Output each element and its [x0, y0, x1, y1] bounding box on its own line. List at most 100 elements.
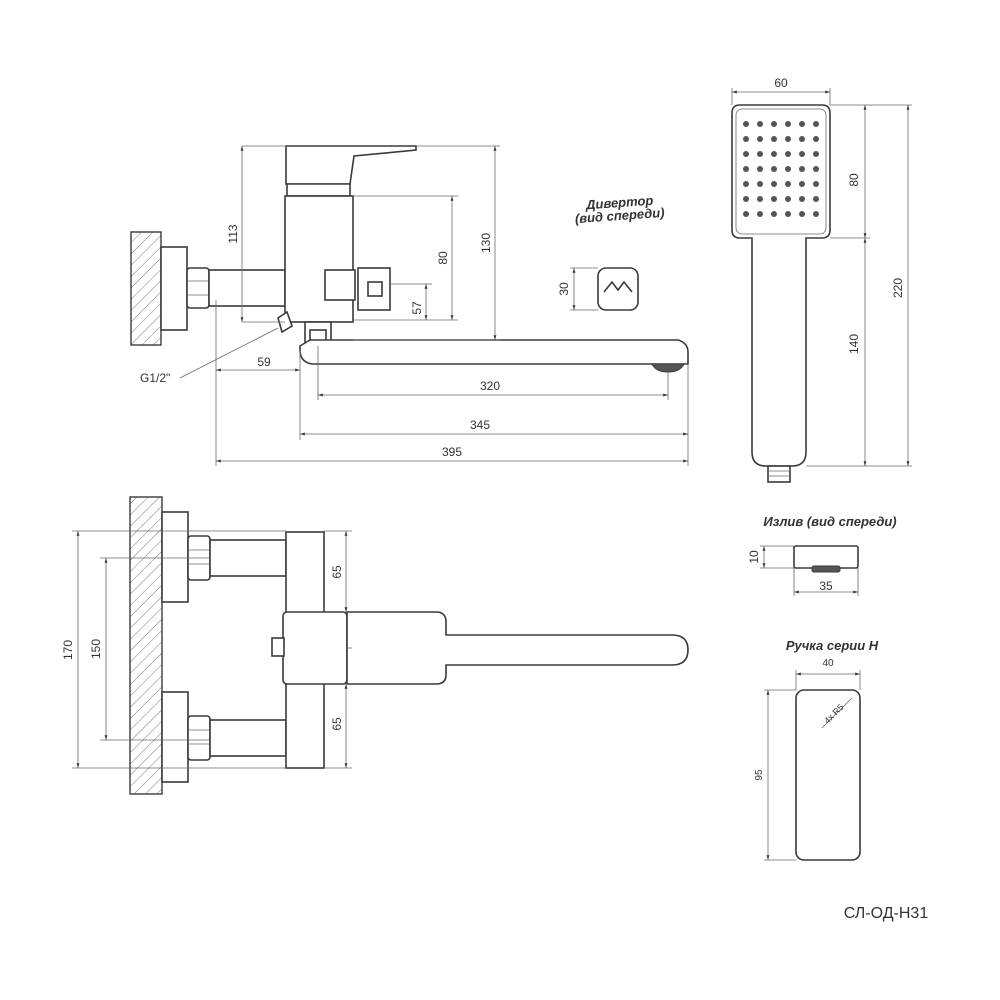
wall-flange-top-upper: [161, 511, 189, 603]
diverter-stub-top: [271, 637, 285, 657]
nozzle-dot: [743, 166, 749, 172]
dim-shower-80: 80: [847, 173, 861, 187]
dim-handle-95: 95: [754, 769, 765, 781]
diverter-title: Дивертор: [585, 193, 654, 213]
thread-label: G1/2": [140, 371, 170, 385]
connector-nut-side: [186, 267, 210, 309]
nozzle-dot: [785, 196, 791, 202]
nozzle-dot: [771, 166, 777, 172]
dim-handle-40: 40: [822, 658, 834, 669]
nozzle-dot: [743, 136, 749, 142]
nozzle-dot: [799, 121, 805, 127]
nozzle-dot: [757, 166, 763, 172]
nozzle-dot: [771, 196, 777, 202]
shower-nozzles: [743, 121, 819, 217]
nozzle-dot: [785, 181, 791, 187]
shower-connector: [767, 465, 791, 483]
nozzle-dot: [743, 181, 749, 187]
nozzle-dot: [743, 151, 749, 157]
lever-handle-side: [285, 145, 417, 185]
nozzle-dot: [813, 136, 819, 142]
aerator-side: [651, 363, 685, 373]
spout-front-body: [793, 545, 859, 569]
dim-320: 320: [480, 379, 500, 393]
nozzle-dot: [785, 136, 791, 142]
wall-section-top: [129, 496, 163, 795]
dim-80: 80: [436, 251, 450, 265]
nozzle-dot: [799, 166, 805, 172]
diverter-subtitle: (вид спереди): [574, 205, 665, 226]
cartridge-neck: [286, 183, 351, 197]
nozzle-dot: [799, 151, 805, 157]
nozzle-dot: [743, 211, 749, 217]
nozzle-dot: [813, 151, 819, 157]
nozzle-dot: [785, 151, 791, 157]
nozzle-dot: [771, 181, 777, 187]
cartridge-top: [282, 611, 348, 685]
nozzle-dot: [757, 181, 763, 187]
dim-spout-35: 35: [819, 579, 833, 593]
dim-130: 130: [479, 233, 493, 253]
dim-170: 170: [61, 640, 75, 660]
eccentric-pipe-side: [208, 269, 286, 307]
spout-side: [299, 339, 689, 365]
spout-front-view: Излив (вид спереди) 10 35: [747, 514, 897, 596]
nozzle-dot: [757, 196, 763, 202]
dim-150: 150: [89, 639, 103, 659]
wall-flange-top-lower: [161, 691, 189, 783]
nozzle-dot: [785, 121, 791, 127]
dim-113: 113: [226, 224, 240, 243]
side-view: 113 130 80 57 59 320 345 395 G1/2": [130, 145, 689, 466]
nozzle-dot: [771, 121, 777, 127]
mixer-body-side: [284, 195, 354, 323]
nozzle-dot: [785, 166, 791, 172]
dim-spout-10: 10: [747, 550, 761, 564]
nozzle-dot: [799, 196, 805, 202]
dim-395: 395: [442, 445, 462, 459]
pipe-top-upper: [209, 539, 287, 577]
shower-head-outline: [731, 104, 831, 467]
spout-front-title: Излив (вид спереди): [763, 514, 896, 529]
shower-head-view: 60 80 140 220: [731, 76, 912, 483]
wall-flange-side: [160, 246, 188, 331]
nozzle-dot: [813, 196, 819, 202]
dim-345: 345: [470, 418, 490, 432]
nozzle-dot: [771, 136, 777, 142]
nozzle-dot: [799, 211, 805, 217]
nut-top-lower: [187, 715, 211, 761]
nozzle-dot: [757, 121, 763, 127]
wall-section-side: [130, 231, 162, 346]
dim-59: 59: [257, 355, 271, 369]
nozzle-dot: [743, 121, 749, 127]
dim-65-top: 65: [330, 565, 344, 579]
handle-outline: [795, 689, 861, 861]
top-view: 170 150 65 65: [61, 496, 689, 795]
model-code: СЛ-ОД-Н31: [844, 905, 929, 922]
handle-h-view: Ручка серии Н 40 95 4x R5: [754, 638, 879, 861]
lever-top: [346, 611, 689, 685]
nozzle-dot: [757, 151, 763, 157]
handle-title: Ручка серии Н: [786, 638, 879, 653]
nozzle-dot: [757, 211, 763, 217]
dim-shower-140: 140: [847, 334, 861, 354]
nozzle-dot: [771, 211, 777, 217]
nozzle-dot: [743, 196, 749, 202]
diverter-front-view: Дивертор (вид спереди) 30: [557, 193, 665, 311]
dim-shower-220: 220: [891, 278, 905, 298]
nozzle-dot: [813, 121, 819, 127]
nozzle-dot: [813, 181, 819, 187]
spout-front-aerator: [811, 565, 841, 573]
nozzle-dot: [757, 136, 763, 142]
nozzle-dot: [785, 211, 791, 217]
dim-diverter-30: 30: [557, 282, 571, 296]
nozzle-dot: [799, 136, 805, 142]
diverter-knob-side: [324, 269, 356, 301]
dim-57: 57: [410, 301, 424, 315]
dim-shower-60: 60: [774, 76, 788, 90]
pipe-top-lower: [209, 719, 287, 757]
nozzle-dot: [813, 166, 819, 172]
nozzle-dot: [813, 211, 819, 217]
dim-65-bottom: 65: [330, 717, 344, 731]
nozzle-dot: [799, 181, 805, 187]
